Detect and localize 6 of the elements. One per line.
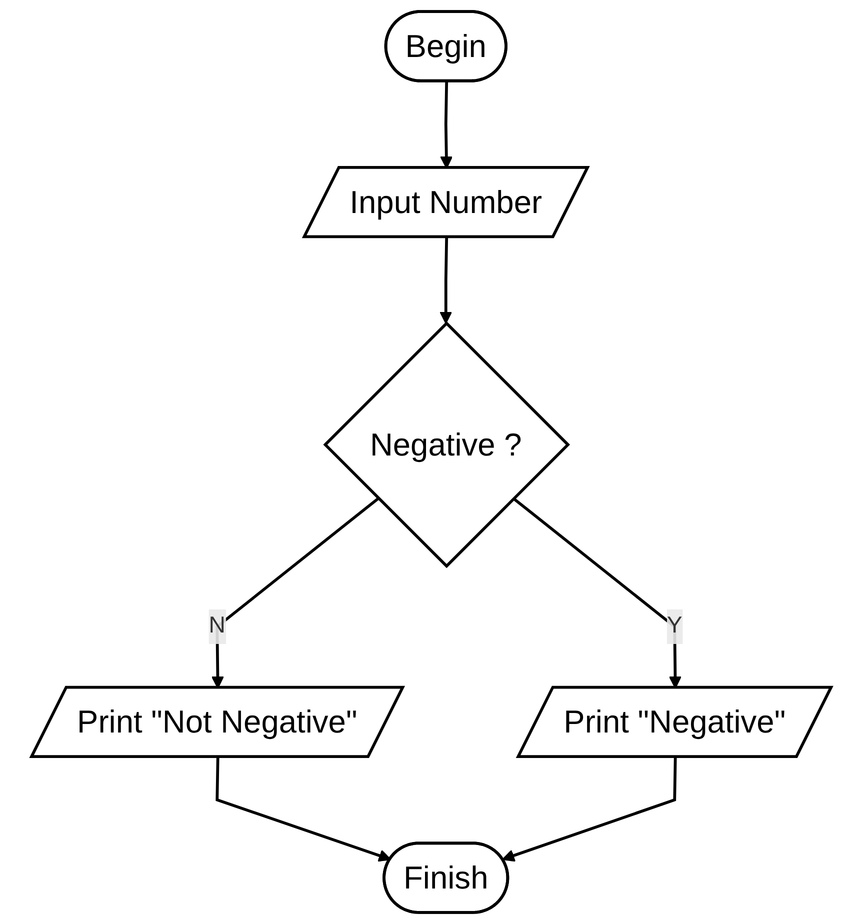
edge-label: N: [208, 614, 226, 638]
arrow: [439, 237, 452, 324]
arrow: [215, 757, 391, 862]
arrow: [502, 757, 676, 862]
edge-label: Y: [666, 614, 682, 638]
node-diamond: Negative ?: [322, 321, 570, 568]
